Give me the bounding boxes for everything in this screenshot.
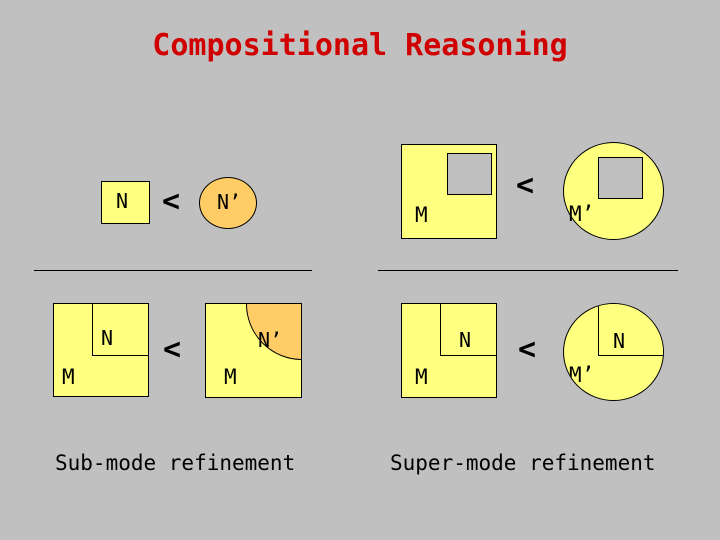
super-bottom-left-inner-square-n: N xyxy=(440,303,497,356)
super-top-circle-label: M’ xyxy=(569,202,595,226)
super-bottom-circle-outer-label: M’ xyxy=(569,363,595,387)
super-top-square-m: M xyxy=(401,144,497,239)
sub-top-refines-symbol: < xyxy=(162,184,181,219)
super-bottom-refines-symbol: < xyxy=(518,332,537,367)
super-divider-line xyxy=(378,270,678,271)
super-top-refines-symbol: < xyxy=(516,168,535,203)
sub-bottom-right-outer-label: M xyxy=(224,365,237,389)
super-top-circle-grey-mode xyxy=(598,157,643,199)
sub-bottom-refines-symbol: < xyxy=(163,332,182,367)
super-bottom-left-inner-label: N xyxy=(459,328,472,352)
page-title: Compositional Reasoning xyxy=(152,28,568,63)
sub-bottom-left-square-m: N M xyxy=(53,303,149,397)
sub-mode-caption: Sub-mode refinement xyxy=(55,451,296,475)
sub-bottom-left-inner-label: N xyxy=(101,326,114,350)
super-mode-caption: Super-mode refinement xyxy=(390,451,656,475)
sub-bottom-left-inner-square-n: N xyxy=(92,303,149,356)
sub-top-circle-label: N’ xyxy=(217,190,242,214)
sub-top-circle-n-prime: N’ xyxy=(199,177,257,229)
sub-bottom-left-outer-label: M xyxy=(62,365,75,389)
super-top-square-label: M xyxy=(415,203,428,227)
sub-top-square-n: N xyxy=(101,181,150,224)
super-bottom-left-outer-label: M xyxy=(415,365,428,389)
sub-bottom-right-square-m: N’ M xyxy=(205,303,302,398)
sub-top-square-label: N xyxy=(116,189,129,213)
sub-bottom-right-inner-label: N’ xyxy=(258,328,283,352)
super-top-square-grey-mode xyxy=(447,153,492,195)
super-bottom-circle-inner-label: N xyxy=(613,329,626,353)
super-bottom-circle-inner-square-n: N xyxy=(598,304,663,356)
sub-divider-line xyxy=(34,270,312,271)
super-top-circle-m-prime: M’ xyxy=(563,142,664,240)
super-bottom-left-square-m: N M xyxy=(401,303,497,398)
super-bottom-circle-m-prime: N M’ xyxy=(563,303,664,401)
